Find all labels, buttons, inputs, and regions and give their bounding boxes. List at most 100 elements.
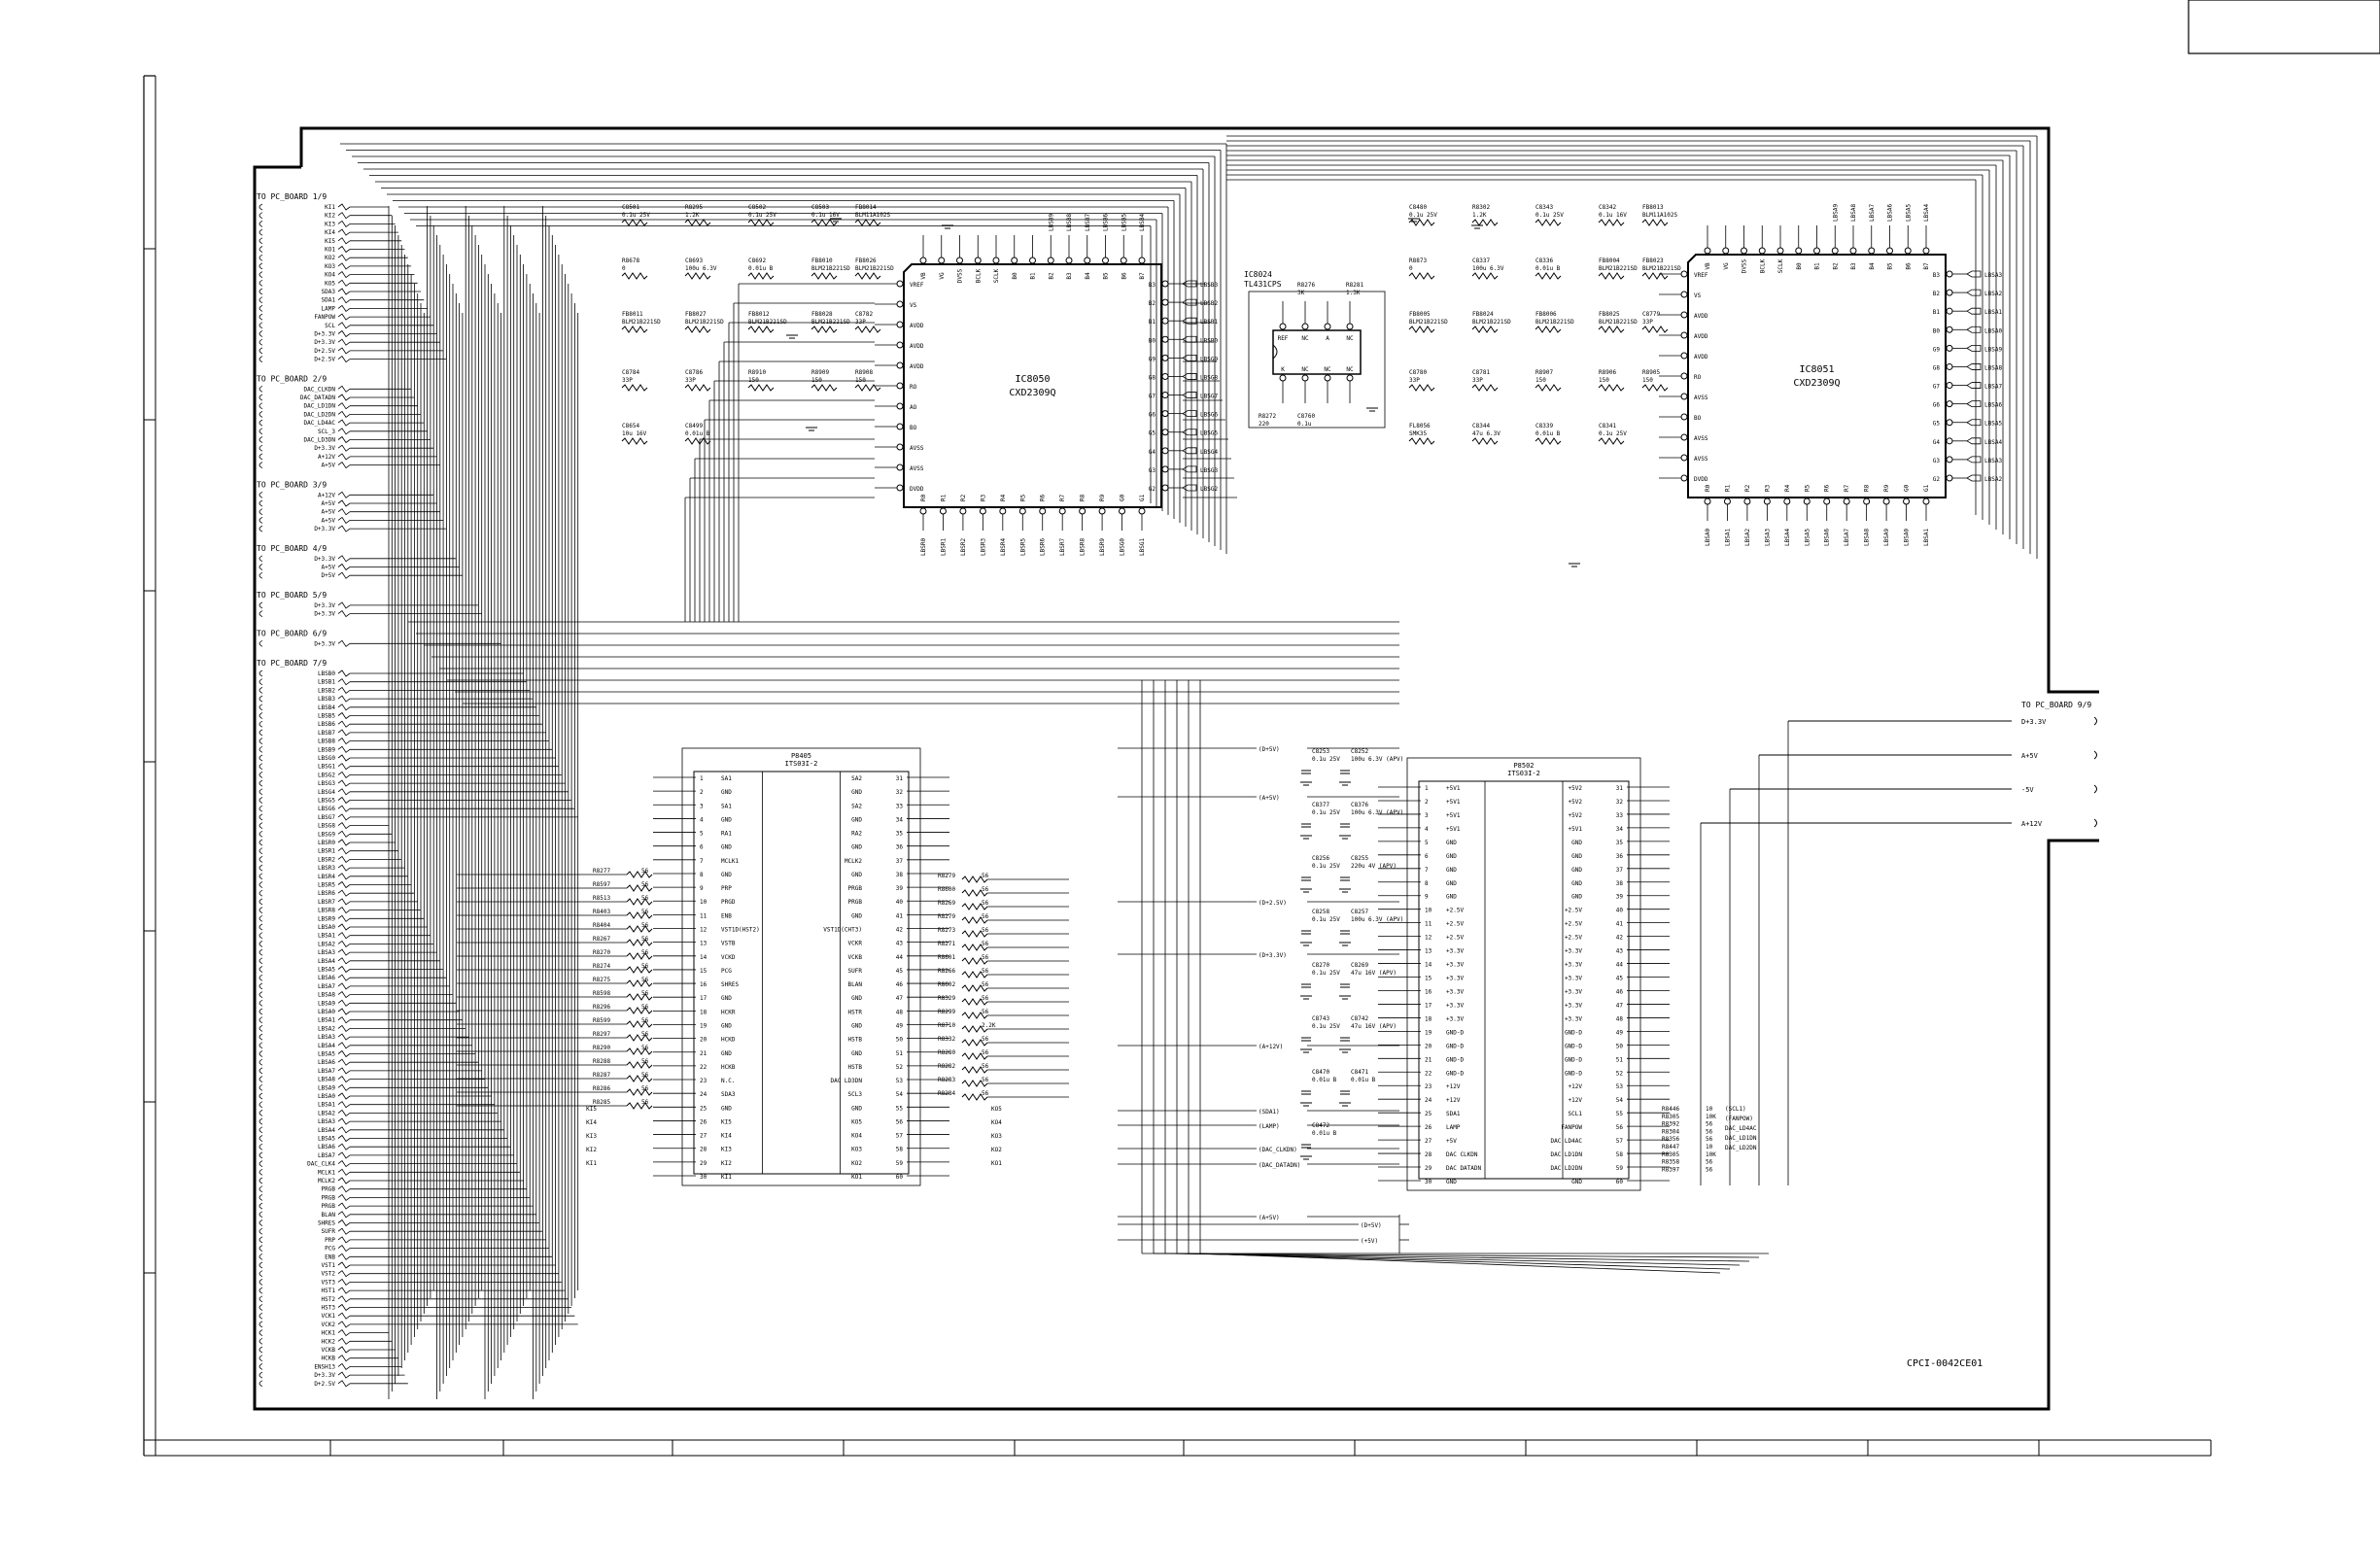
connector-bracket — [259, 462, 263, 468]
resistor-ref: R8297 — [593, 1031, 610, 1038]
net-label: LBSG3 — [318, 780, 335, 787]
net-label: SUFR — [322, 1228, 336, 1235]
wire — [337, 864, 351, 872]
net-label: LBSA2 — [1984, 291, 2002, 297]
resistor-value: 56 — [641, 1004, 649, 1011]
net-label: LBSA9 — [1984, 346, 2002, 353]
net-label: LBSA5 — [1905, 204, 1912, 222]
ic-pin-name: R6 — [1824, 484, 1831, 492]
ic8051-passive-value: BLM11A102S — [1642, 212, 1678, 219]
connector-bracket — [259, 1279, 263, 1286]
ic-pin-name: R8 — [1864, 484, 1871, 492]
resistor-ref: R8597 — [593, 881, 610, 888]
net-flag — [1182, 298, 1197, 306]
pin-num: 6 — [700, 844, 704, 851]
net-label: LBSG9 — [1200, 356, 1218, 362]
ic-pin-name: VG — [1723, 262, 1730, 270]
wire — [337, 923, 351, 931]
rail-label: (A+5V) — [1259, 1215, 1280, 1221]
resistor — [626, 993, 653, 1001]
pin-pad — [959, 507, 967, 515]
ic-pin-name: R5 — [1804, 484, 1811, 492]
connector-bracket — [259, 754, 263, 762]
net-flag — [1966, 307, 1982, 315]
net-label: LBSA9 — [1832, 204, 1839, 222]
net-label: KI5 — [586, 1106, 597, 1113]
connector-bracket — [259, 839, 263, 846]
pin-num: 3 — [1425, 812, 1429, 819]
net-label: LBSA7 — [318, 1152, 335, 1159]
connector-bracket — [259, 1219, 263, 1226]
pin-name: MCLK1 — [721, 858, 739, 865]
wire — [337, 410, 351, 418]
pin-name: GND-D — [1446, 1029, 1464, 1036]
pin-num: 7 — [700, 858, 704, 865]
connector-bracket — [259, 1363, 263, 1370]
resistor — [1641, 326, 1669, 333]
pin-name: N.C. — [721, 1078, 735, 1084]
wire — [337, 670, 351, 677]
capacitor — [1340, 1037, 1350, 1042]
resistor-ref: R8274 — [593, 963, 610, 970]
pin-name: KI4 — [721, 1133, 732, 1140]
net-flag — [1966, 419, 1982, 427]
pin-name: GND — [1446, 853, 1457, 860]
net-label: LBSA4 — [1984, 439, 2002, 446]
pin-num: 47 — [896, 995, 904, 1002]
ic8050-passive-value: 33P — [855, 319, 866, 326]
connector-bracket — [259, 1253, 263, 1260]
net-label: LBSA7 — [1869, 204, 1876, 222]
connector-bracket — [259, 1211, 263, 1219]
net-label: A+5V — [322, 509, 336, 516]
resistor — [1408, 219, 1435, 226]
wire — [337, 982, 351, 990]
pin-num: 21 — [1425, 1056, 1432, 1063]
pin-num: 29 — [700, 1160, 707, 1167]
resistor-ref: R8404 — [593, 922, 610, 929]
pin-num: 43 — [1616, 948, 1624, 955]
connector-bracket — [259, 1245, 263, 1252]
wire — [337, 1371, 351, 1379]
pin-name: +3.3V — [1565, 988, 1582, 995]
net-label: BLAN — [322, 1212, 336, 1219]
pin-num: 58 — [896, 1147, 904, 1153]
ic-pin-name: B0 — [1796, 262, 1803, 270]
resistor — [626, 1102, 653, 1110]
pin-num: 15 — [1425, 976, 1432, 982]
pin-pad — [1882, 498, 1890, 505]
net-label: HCK2 — [322, 1338, 336, 1345]
connector-outline — [1406, 757, 1641, 1191]
rail-label: (D+3.3V) — [1259, 952, 1287, 959]
pin-pad — [1680, 352, 1688, 360]
capacitor — [1340, 876, 1350, 881]
ic-pin-name: B4 — [1085, 272, 1091, 280]
connector-bracket — [259, 313, 263, 321]
pin-pad — [896, 382, 904, 390]
pin-pad — [1741, 247, 1747, 255]
net-label: LBSA6 — [318, 1059, 335, 1066]
pin-name: HSTR — [848, 1009, 863, 1015]
pin-name: PRGD — [721, 899, 736, 906]
net-label: LBSB6 — [318, 721, 335, 728]
wire — [337, 686, 351, 694]
wire — [337, 1033, 351, 1041]
capacitor — [1301, 770, 1311, 774]
ground-symbol — [1339, 1048, 1351, 1053]
pin-pad — [1946, 344, 1953, 352]
ic8050-passive-value: 0.01u B — [748, 265, 774, 272]
capacitor — [1340, 823, 1350, 828]
pin-name: BLAN — [848, 981, 863, 988]
ground-symbol — [1300, 1155, 1312, 1160]
cap-value: 47u 16V (APV) — [1351, 1023, 1397, 1030]
ic8051-passive-ref: R8873 — [1409, 258, 1427, 264]
pin-pad — [1795, 247, 1803, 255]
net-label: LBSA3 — [1764, 529, 1771, 546]
capacitor — [1340, 770, 1350, 774]
pin-name: GND-D — [1565, 1043, 1582, 1049]
resistor — [1641, 219, 1669, 226]
net-label: VST1 — [322, 1262, 336, 1269]
connector-bracket — [259, 271, 263, 278]
wire — [337, 965, 351, 974]
net-label: LBSA6 — [1824, 529, 1831, 546]
